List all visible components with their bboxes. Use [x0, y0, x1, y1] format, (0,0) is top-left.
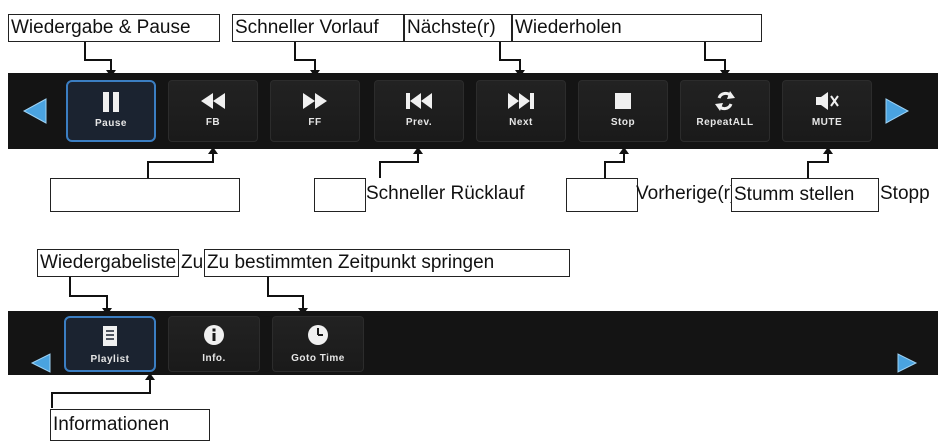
- callout-info: Informationen: [50, 409, 210, 441]
- menu-scroll-left-arrow[interactable]: [30, 352, 52, 379]
- playlist-button[interactable]: Playlist: [64, 316, 156, 372]
- callout-playlist: Wiedergabeliste: [37, 249, 179, 277]
- fast-forward-icon: [303, 93, 327, 109]
- next-icon: [508, 93, 534, 109]
- callout-prev-box: [314, 178, 366, 212]
- scroll-left-arrow[interactable]: [22, 97, 48, 130]
- callout-fb-box: [50, 178, 240, 212]
- fast-backward-icon: [201, 93, 225, 109]
- repeat-icon: [715, 91, 735, 111]
- callout-goto-prefix: Zu: [181, 252, 204, 273]
- repeat-all-button-label: RepeatALL: [696, 117, 754, 128]
- menu-scroll-right-arrow[interactable]: [896, 352, 918, 379]
- info-icon: [204, 325, 224, 345]
- callout-stop: Stopp: [880, 183, 930, 204]
- stop-icon: [615, 93, 631, 109]
- pause-button[interactable]: Pause: [66, 80, 156, 142]
- fast-forward-button[interactable]: FF: [270, 80, 360, 142]
- previous-button-label: Prev.: [405, 117, 433, 128]
- fast-backward-button[interactable]: FB: [168, 80, 258, 142]
- right-arrow-icon: [897, 353, 918, 373]
- info-button[interactable]: Info.: [168, 316, 260, 372]
- repeat-all-button[interactable]: RepeatALL: [680, 80, 770, 142]
- pause-icon: [103, 92, 119, 112]
- callout-prev: Vorherige(r): [636, 183, 737, 204]
- callout-mute: Stumm stellen: [731, 178, 879, 212]
- left-arrow-icon: [30, 353, 51, 373]
- right-arrow-icon: [885, 98, 910, 124]
- next-button-label: Next: [509, 117, 533, 128]
- callout-repeat: Wiederholen: [512, 14, 762, 42]
- previous-icon: [406, 93, 432, 109]
- stop-button[interactable]: Stop: [578, 80, 668, 142]
- playlist-button-label: Playlist: [90, 354, 130, 365]
- goto-time-button[interactable]: Goto Time: [272, 316, 364, 372]
- fast-forward-button-label: FF: [308, 117, 322, 128]
- info-button-label: Info.: [202, 353, 226, 364]
- callout-pause: Wiedergabe & Pause: [8, 14, 220, 42]
- fast-backward-button-label: FB: [205, 117, 221, 128]
- left-arrow-icon: [22, 98, 47, 124]
- previous-button[interactable]: Prev.: [374, 80, 464, 142]
- callout-ff: Schneller Vorlauf: [232, 14, 404, 42]
- scroll-right-arrow[interactable]: [884, 97, 910, 130]
- next-button[interactable]: Next: [476, 80, 566, 142]
- callout-stop-box: [566, 178, 638, 212]
- pause-button-label: Pause: [95, 118, 127, 129]
- mute-button[interactable]: MUTE: [782, 80, 872, 142]
- playlist-icon: [103, 326, 117, 346]
- callout-goto: Zu bestimmten Zeitpunkt springen: [204, 249, 570, 277]
- callout-fb: Schneller Rücklauf: [366, 183, 525, 204]
- mute-button-label: MUTE: [811, 117, 843, 128]
- mute-icon: [816, 92, 839, 110]
- stop-button-label: Stop: [610, 117, 636, 128]
- menu-control-bar: [8, 311, 938, 375]
- clock-icon: [308, 325, 328, 345]
- goto-time-button-label: Goto Time: [291, 353, 345, 364]
- callout-next: Nächste(r): [404, 14, 512, 42]
